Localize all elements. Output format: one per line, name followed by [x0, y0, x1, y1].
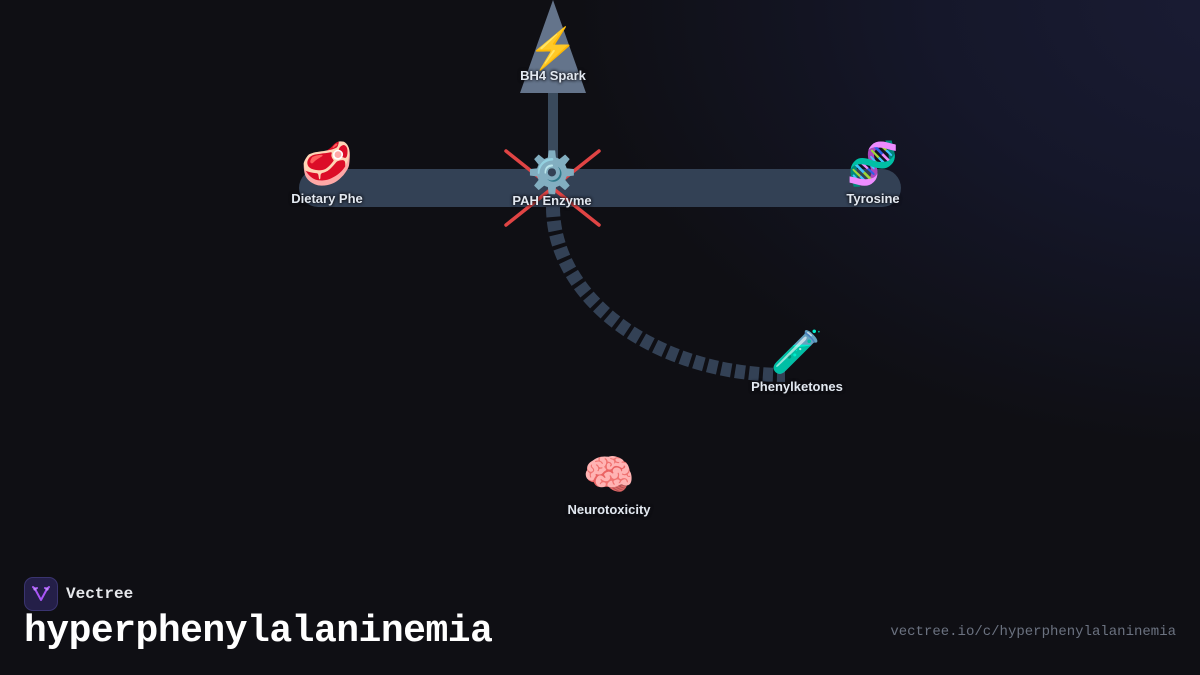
edge-dietary-to-tyrosine [299, 169, 901, 207]
dna-icon: 🧬 [846, 140, 900, 187]
node-tyrosine[interactable]: 🧬 Tyrosine [846, 140, 900, 207]
node-label: Tyrosine [846, 191, 900, 206]
meat-icon: 🥩 [300, 140, 354, 187]
vectree-logo-icon [24, 577, 58, 611]
test-tube-icon: 🧪 [770, 328, 824, 375]
brand-name: Vectree [66, 585, 134, 603]
page-title: hyperphenylalaninemia [24, 610, 493, 653]
node-label: Dietary Phe [291, 191, 363, 206]
brand: Vectree [24, 577, 133, 611]
page-url[interactable]: vectree.io/c/hyperphenylalaninemia [890, 624, 1176, 640]
node-neurotoxicity[interactable]: 🧠 Neurotoxicity [567, 451, 651, 518]
node-label: PAH Enzyme [512, 193, 592, 208]
node-label: Phenylketones [751, 379, 843, 394]
bh4-triangle [520, 0, 586, 93]
lightning-icon: ⚡ [528, 27, 578, 71]
brain-icon: 🧠 [582, 451, 636, 498]
node-dietary-phe[interactable]: 🥩 Dietary Phe [291, 140, 363, 207]
node-bh4-spark[interactable]: ⚡ BH4 Spark [520, 26, 586, 83]
edge-bh4-to-pah [548, 93, 558, 173]
node-label: BH4 Spark [520, 68, 586, 83]
node-pah-enzyme[interactable]: ⚙️ PAH Enzyme [512, 150, 591, 208]
node-label: Neurotoxicity [567, 502, 651, 517]
gear-icon: ⚙️ [527, 151, 577, 195]
blocked-x-icon [504, 149, 601, 227]
node-phenylketones[interactable]: 🧪 Phenylketones [751, 328, 843, 395]
edge-pah-to-phenylketones [546, 206, 786, 382]
